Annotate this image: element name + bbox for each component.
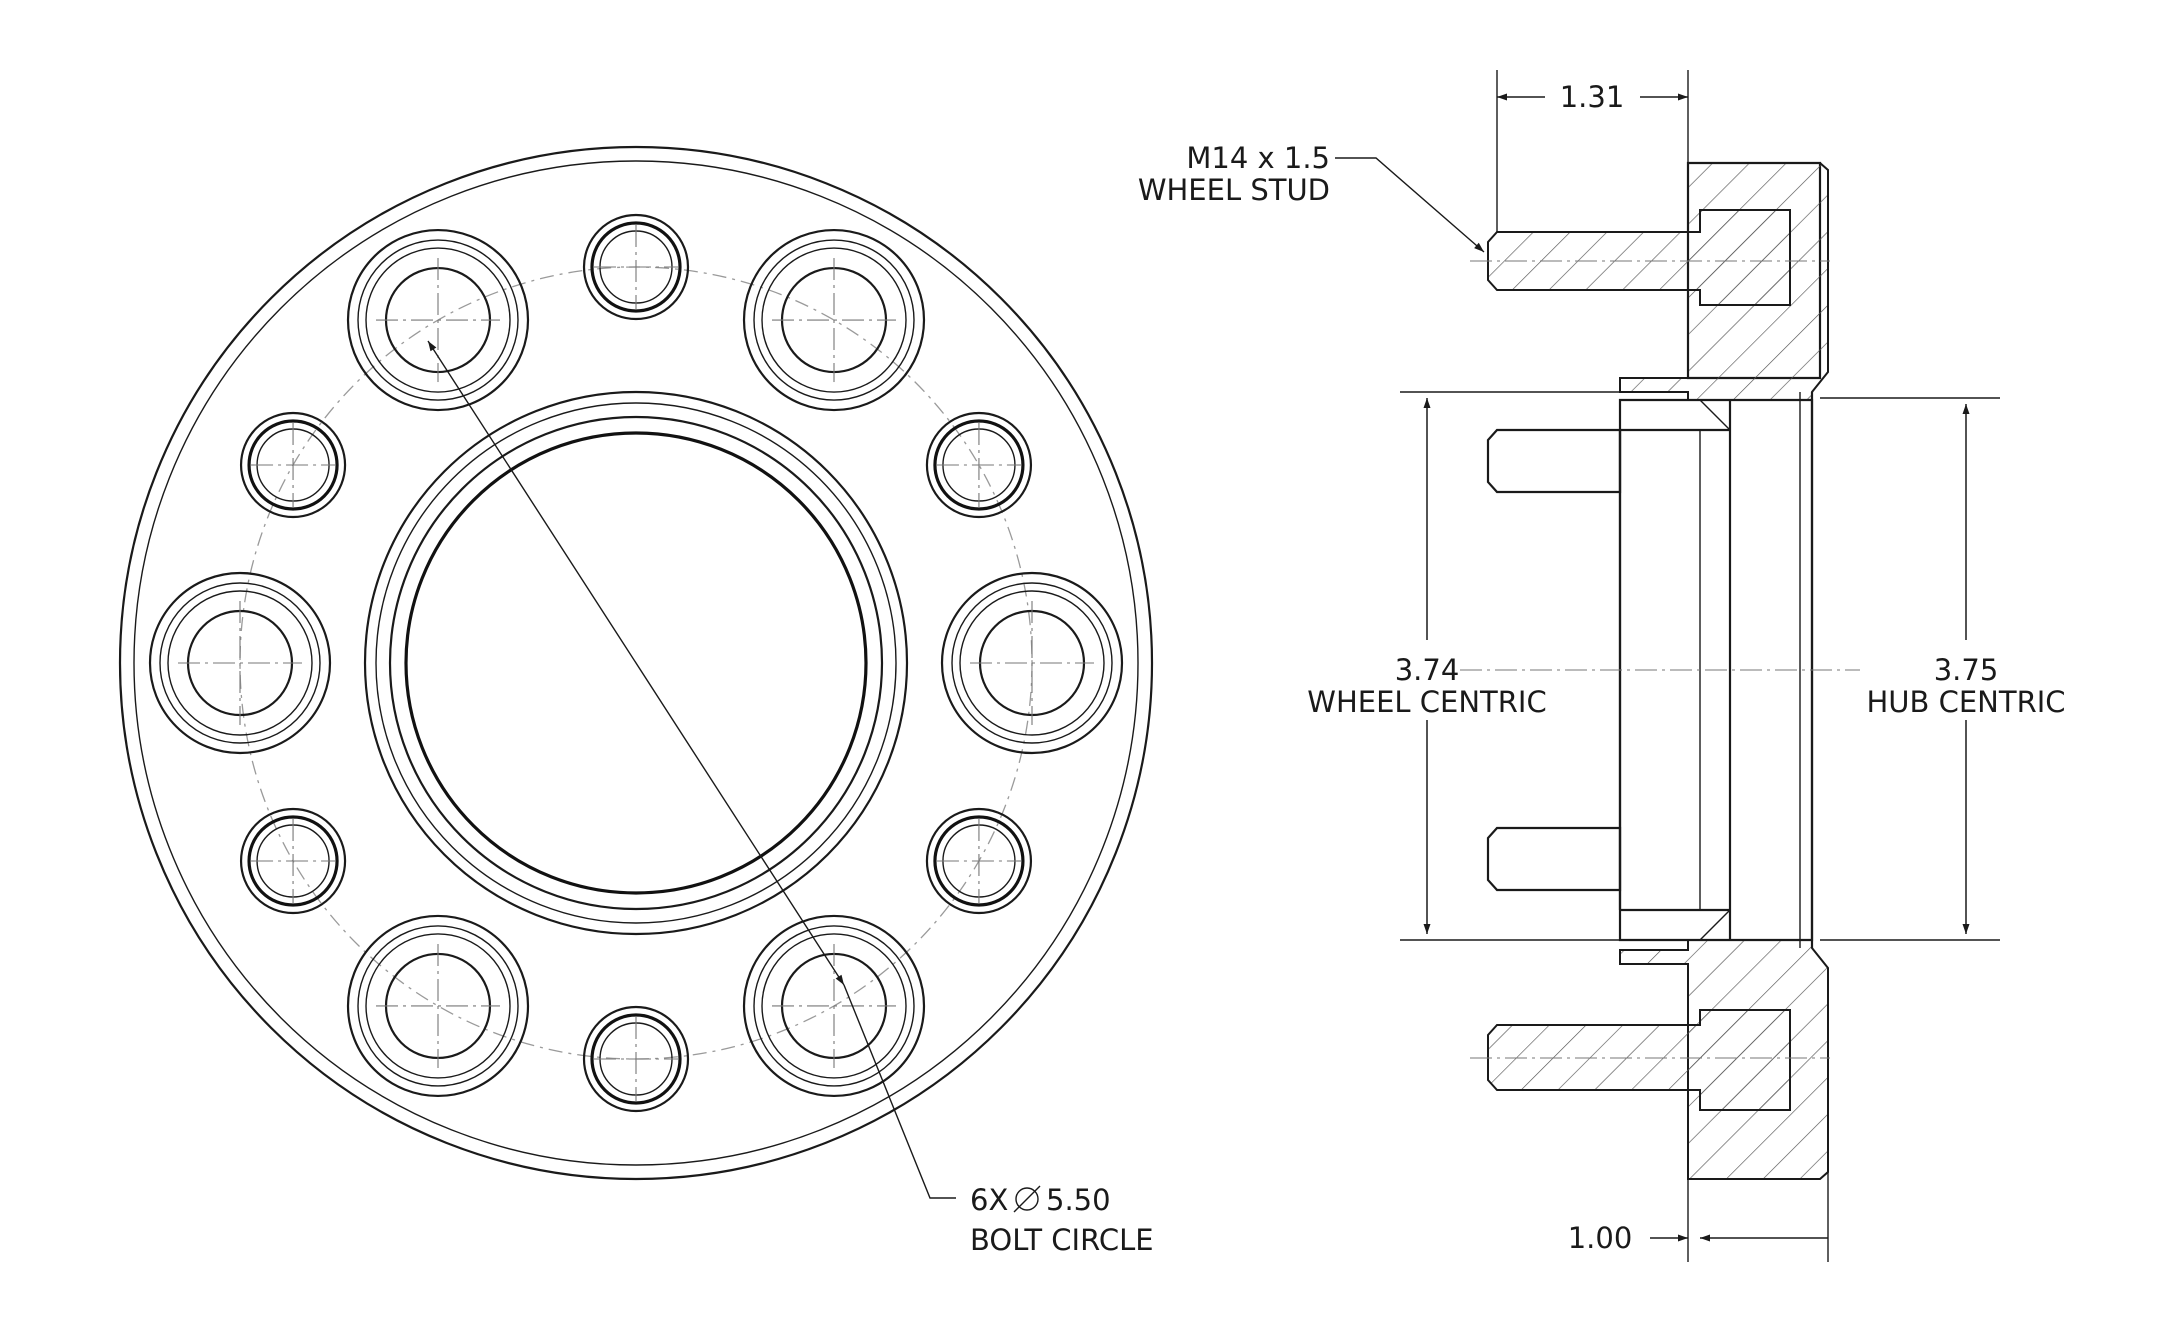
- lug-hole: [239, 807, 347, 915]
- hub-centric-value: 3.75: [1934, 653, 1999, 687]
- side-view: 3.74 WHEEL CENTRIC 3.75 HUB CENTRIC 1.31…: [1138, 70, 2066, 1262]
- bolt-circle-diameter-line: [427, 340, 845, 986]
- bolt-circle-leader: [843, 984, 956, 1199]
- wheel-stud-leader: [1335, 157, 1485, 253]
- stud-hole: [346, 914, 530, 1098]
- stud-name-text: WHEEL STUD: [1138, 173, 1330, 207]
- stud-hole: [742, 228, 926, 412]
- bolt-circle-text: BOLT CIRCLE: [970, 1223, 1154, 1257]
- wheel-stud-upper-rear: [1486, 428, 1622, 494]
- stud-hole: [346, 228, 530, 412]
- lug-hole: [582, 213, 690, 321]
- wheel-stud-lower-rear: [1486, 826, 1622, 892]
- stud-hole: [148, 571, 332, 755]
- wheel-centric-label: WHEEL CENTRIC: [1307, 685, 1546, 719]
- wheel-stud-bottom: [1487, 1009, 1791, 1111]
- lug-hole: [582, 1005, 690, 1113]
- hub-pilot-chamfer-top: [1699, 399, 1731, 431]
- lug-hole: [239, 411, 347, 519]
- wheel-centric-value: 3.74: [1395, 653, 1460, 687]
- hub-pilot-chamfer-bottom: [1699, 909, 1731, 941]
- lug-hole: [925, 411, 1033, 519]
- spacer-outer-edge: [118, 145, 1154, 1181]
- thickness-bottom-value: 1.00: [1568, 1221, 1633, 1255]
- lug-hole: [925, 807, 1033, 915]
- stud-hole: [742, 914, 926, 1098]
- hub-centric-label: HUB CENTRIC: [1866, 685, 2065, 719]
- wheel-stud-top: [1487, 209, 1791, 306]
- stud-hole: [940, 571, 1124, 755]
- bolt-count-text: 6X: [970, 1183, 1008, 1217]
- bolt-diameter-text: 5.50: [1046, 1183, 1111, 1217]
- lug-holes: [239, 213, 1033, 1113]
- diameter-symbol-icon: [1013, 1185, 1041, 1213]
- thickness-top-value: 1.31: [1560, 80, 1625, 114]
- front-view: 6X 5.50 BOLT CIRCLE: [118, 145, 1154, 1257]
- spacer-outer-edge-inner: [133, 160, 1139, 1166]
- stud-size-text: M14 x 1.5: [1186, 141, 1330, 175]
